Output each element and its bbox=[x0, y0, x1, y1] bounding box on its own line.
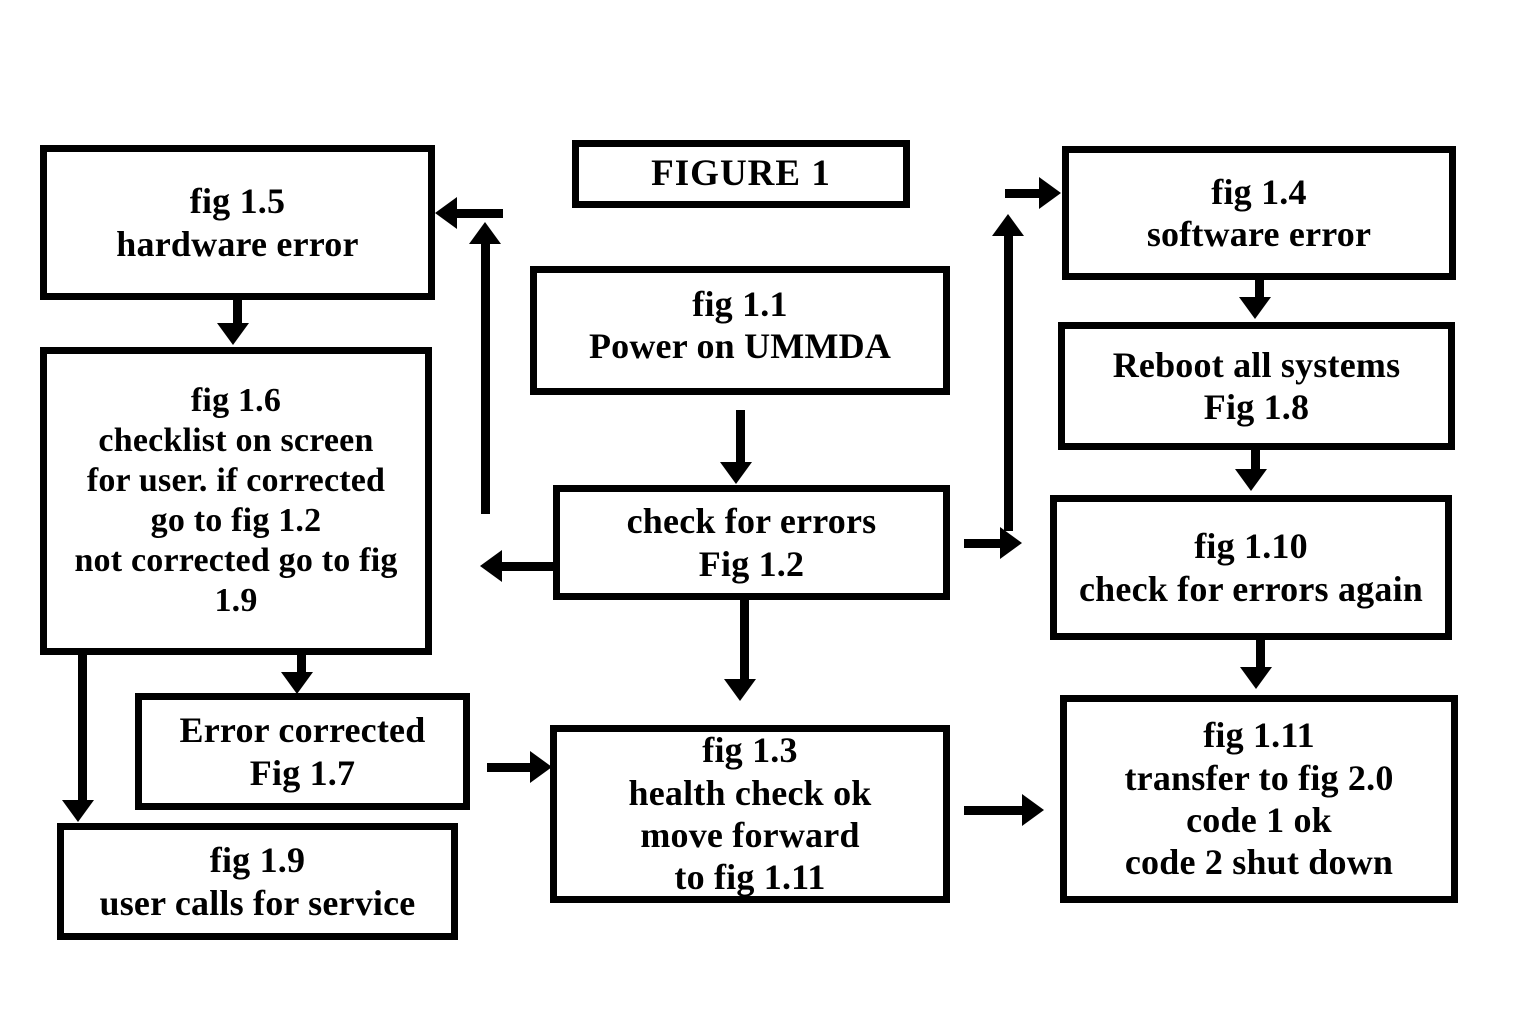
node-fig-1-3-health-check-ok[interactable]: fig 1.3 health check ok move forward to … bbox=[550, 725, 950, 903]
arrow-into-fig15-shaft bbox=[455, 209, 503, 218]
node-fig-1-8-label: Reboot all systems Fig 1.8 bbox=[1112, 344, 1401, 427]
arrow-fig15-to-fig16-shaft bbox=[233, 300, 242, 328]
arrow-into-fig14-shaft bbox=[1005, 189, 1041, 198]
arrow-fig12-to-fig16-shaft bbox=[500, 562, 553, 571]
node-fig-1-9-label: fig 1.9 user calls for service bbox=[99, 840, 416, 923]
node-fig-1-11-label: fig 1.11 transfer to fig 2.0 code 1 ok c… bbox=[1124, 715, 1394, 883]
node-fig-1-2-label: check for errors Fig 1.2 bbox=[626, 501, 877, 584]
arrow-fig16-to-fig17-head bbox=[281, 672, 313, 694]
node-fig-1-1-power-on[interactable]: fig 1.1 Power on UMMDA bbox=[530, 266, 950, 395]
arrow-into-fig14-head bbox=[1039, 177, 1061, 209]
arrow-fig12-to-fig16-head bbox=[480, 550, 502, 582]
node-fig-1-5-label: fig 1.5 hardware error bbox=[116, 181, 359, 264]
figure-title-box: FIGURE 1 bbox=[572, 140, 910, 208]
arrow-fig12-to-fig13-shaft bbox=[740, 600, 749, 682]
arrow-fig14-to-fig18-head bbox=[1239, 297, 1271, 319]
arrow-fig15-to-fig16-head bbox=[217, 323, 249, 345]
arrow-fig16-to-fig17-shaft bbox=[297, 655, 306, 675]
arrow-fig16-to-fig19-shaft bbox=[78, 655, 87, 805]
arrow-fig11-to-fig12-shaft bbox=[736, 410, 745, 465]
arrow-fig12-to-right-head bbox=[1000, 527, 1022, 559]
arrow-fig13-to-fig111-shaft bbox=[964, 806, 1024, 815]
node-fig-1-5-hardware-error[interactable]: fig 1.5 hardware error bbox=[40, 145, 435, 300]
arrow-fig12-to-fig13-head bbox=[724, 679, 756, 701]
node-fig-1-6-checklist[interactable]: fig 1.6 checklist on screen for user. if… bbox=[40, 347, 432, 655]
node-fig-1-7-label: Error corrected Fig 1.7 bbox=[179, 710, 426, 793]
arrow-up-to-fig15-shaft bbox=[481, 244, 490, 514]
arrow-fig18-to-fig110-shaft bbox=[1251, 450, 1260, 472]
node-fig-1-6-label: fig 1.6 checklist on screen for user. if… bbox=[74, 381, 398, 620]
arrow-up-to-fig14-head bbox=[992, 214, 1024, 236]
arrow-up-to-fig14-shaft bbox=[1004, 236, 1013, 531]
arrow-fig17-to-fig13-head bbox=[530, 751, 552, 783]
node-fig-1-1-label: fig 1.1 Power on UMMDA bbox=[588, 284, 892, 367]
arrow-fig110-to-fig111-shaft bbox=[1256, 640, 1265, 670]
arrow-fig12-to-right-shaft bbox=[964, 539, 1002, 548]
arrow-fig14-to-fig18-shaft bbox=[1255, 280, 1264, 300]
node-fig-1-10-check-errors-again[interactable]: fig 1.10 check for errors again bbox=[1050, 495, 1452, 640]
node-fig-1-2-check-for-errors[interactable]: check for errors Fig 1.2 bbox=[553, 485, 950, 600]
node-fig-1-10-label: fig 1.10 check for errors again bbox=[1079, 526, 1423, 609]
node-fig-1-7-error-corrected[interactable]: Error corrected Fig 1.7 bbox=[135, 693, 470, 810]
arrow-fig11-to-fig12-head bbox=[720, 462, 752, 484]
arrow-up-to-fig15-head bbox=[469, 222, 501, 244]
arrow-fig13-to-fig111-head bbox=[1022, 794, 1044, 826]
node-fig-1-4-label: fig 1.4 software error bbox=[1146, 171, 1372, 254]
figure-title-text: FIGURE 1 bbox=[651, 153, 831, 195]
node-fig-1-9-user-calls-service[interactable]: fig 1.9 user calls for service bbox=[57, 823, 458, 940]
node-fig-1-11-transfer[interactable]: fig 1.11 transfer to fig 2.0 code 1 ok c… bbox=[1060, 695, 1458, 903]
node-fig-1-4-software-error[interactable]: fig 1.4 software error bbox=[1062, 146, 1456, 280]
node-fig-1-3-label: fig 1.3 health check ok move forward to … bbox=[628, 730, 872, 898]
arrow-fig110-to-fig111-head bbox=[1240, 667, 1272, 689]
arrow-fig17-to-fig13-shaft bbox=[487, 763, 532, 772]
node-fig-1-8-reboot-all-systems[interactable]: Reboot all systems Fig 1.8 bbox=[1058, 322, 1455, 450]
arrow-into-fig15-head bbox=[435, 197, 457, 229]
arrow-fig18-to-fig110-head bbox=[1235, 469, 1267, 491]
arrow-fig16-to-fig19-head bbox=[62, 800, 94, 822]
